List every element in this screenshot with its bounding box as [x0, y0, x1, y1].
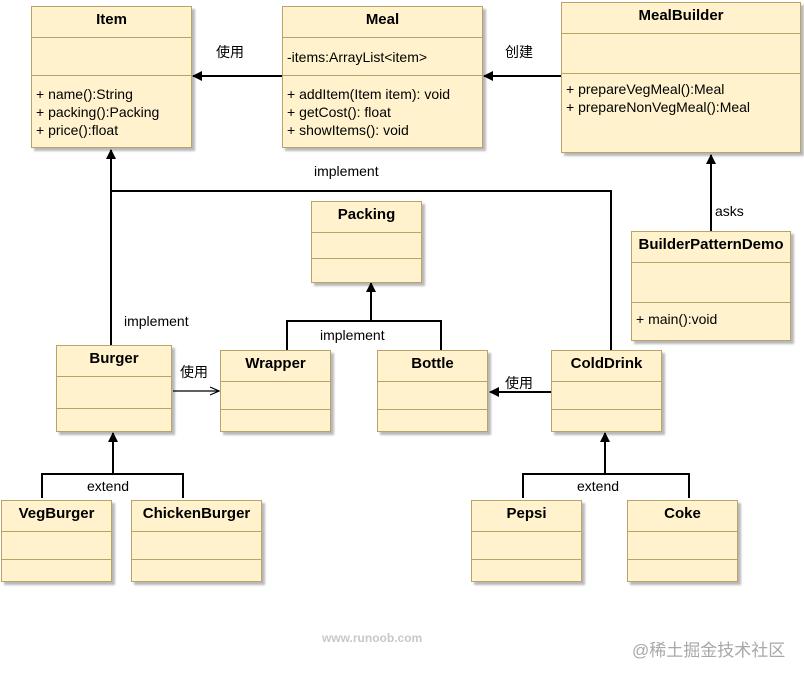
- class-name: Bottle: [411, 355, 454, 372]
- class-name: ColdDrink: [570, 355, 643, 372]
- method: + packing():Packing: [36, 104, 160, 120]
- class-vegburger[interactable]: VegBurger: [1, 500, 112, 582]
- class-meal[interactable]: Meal -items:ArrayList<item> + addItem(It…: [282, 6, 483, 148]
- class-item[interactable]: Item + name():String + packing():Packing…: [31, 6, 192, 148]
- class-pepsi[interactable]: Pepsi: [471, 500, 582, 582]
- edge-drinks-extend: [522, 433, 690, 498]
- class-wrapper[interactable]: Wrapper: [220, 350, 331, 432]
- class-name: Wrapper: [245, 355, 306, 372]
- edge-burgers-extend: [41, 433, 184, 498]
- method: + addItem(Item item): void: [287, 86, 451, 102]
- class-name: ChickenBurger: [142, 505, 251, 522]
- class-packing[interactable]: Packing: [311, 201, 422, 283]
- class-name: VegBurger: [18, 505, 95, 522]
- juejin-watermark: @稀土掘金技术社区: [632, 641, 786, 660]
- class-name: Burger: [89, 350, 139, 367]
- edge-label-uses: 使用: [216, 44, 244, 60]
- method: + main():void: [636, 311, 718, 327]
- class-name: Pepsi: [506, 505, 547, 522]
- class-name: MealBuilder: [638, 7, 724, 24]
- edge-label-uses: 使用: [180, 364, 208, 380]
- class-name: BuilderPatternDemo: [638, 236, 784, 253]
- class-name: Item: [96, 11, 127, 28]
- class-colddrink[interactable]: ColdDrink: [551, 350, 662, 432]
- edge-label-extend: extend: [577, 478, 620, 494]
- edge-label-implement: implement: [124, 313, 189, 329]
- class-builderpatterndemo[interactable]: BuilderPatternDemo + main():void: [631, 231, 791, 341]
- runoob-watermark: www.runoob.com: [322, 631, 423, 645]
- class-bottle[interactable]: Bottle: [377, 350, 488, 432]
- method: + prepareNonVegMeal():Meal: [566, 99, 751, 115]
- class-burger[interactable]: Burger: [56, 345, 172, 432]
- edge-wrapper-bottle-implement-packing: [286, 283, 442, 350]
- method: + showItems(): void: [287, 122, 409, 138]
- edge-colddrink-implements-item: [111, 190, 612, 350]
- method: + name():String: [36, 86, 133, 102]
- class-mealbuilder[interactable]: MealBuilder + prepareVegMeal():Meal + pr…: [561, 2, 801, 153]
- edge-label-implement: implement: [314, 163, 379, 179]
- class-coke[interactable]: Coke: [627, 500, 738, 582]
- edge-label-uses: 使用: [505, 375, 533, 391]
- class-chickenburger[interactable]: ChickenBurger: [131, 500, 262, 582]
- method: + getCost(): float: [287, 104, 391, 120]
- class-name: Packing: [337, 206, 396, 223]
- edge-label-asks: asks: [715, 203, 744, 219]
- edge-label-extend: extend: [87, 478, 130, 494]
- method: + price():float: [36, 122, 119, 138]
- edge-label-implement: implement: [320, 327, 385, 343]
- edge-label-creates: 创建: [505, 44, 533, 60]
- class-name: Coke: [664, 505, 701, 522]
- class-name: Meal: [365, 11, 400, 28]
- method: + prepareVegMeal():Meal: [566, 81, 725, 97]
- attribute: -items:ArrayList<item>: [287, 49, 428, 65]
